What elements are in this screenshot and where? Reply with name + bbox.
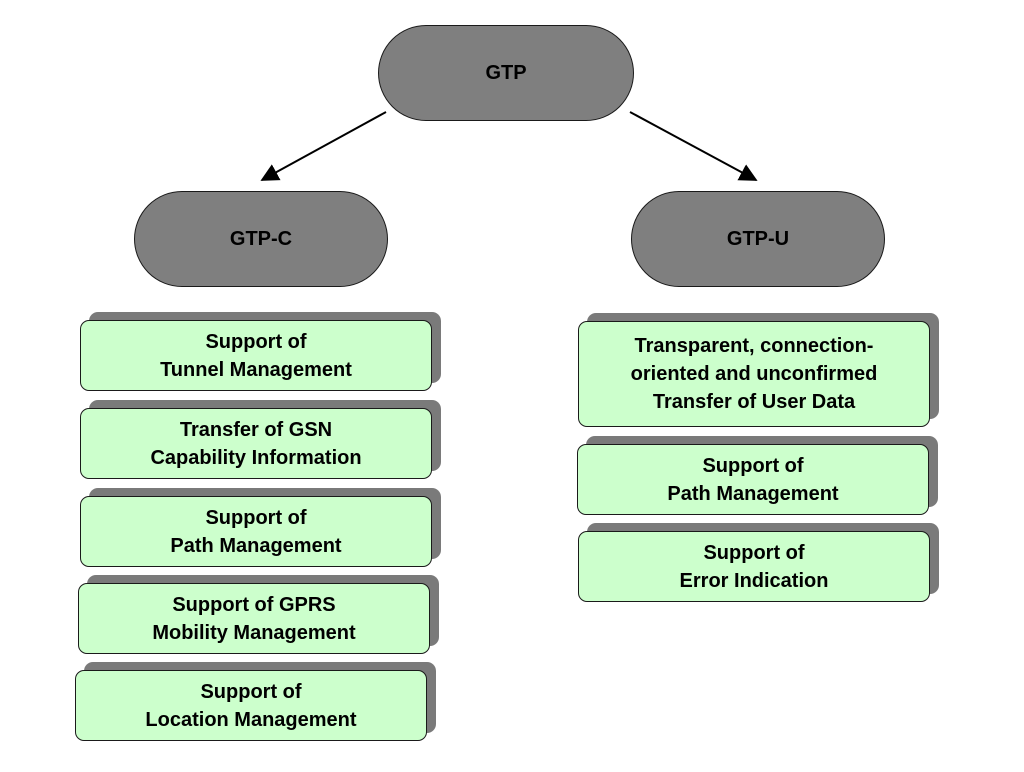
gtp-u-function-user-data-transfer: Transparent, connection- oriented and un… [578, 321, 930, 427]
function-line: oriented and unconfirmed [630, 363, 878, 385]
function-line: Path Management [170, 534, 342, 557]
arrow-to-gtp-c [260, 111, 387, 181]
gtp-u-label: GTP-U [726, 227, 790, 250]
function-line: Support of [200, 680, 302, 703]
gtp-c-function-path-management: Support of Path Management [80, 496, 432, 567]
function-line: Support of [703, 541, 805, 564]
function-line: Support of [702, 454, 804, 477]
gtp-c-node: GTP-C [134, 191, 388, 287]
gtp-c-label: GTP-C [229, 227, 293, 250]
function-line: Mobility Management [152, 621, 356, 644]
gtp-node: GTP [378, 25, 634, 121]
gtp-u-function-error-indication: Support of Error Indication [578, 531, 930, 602]
function-line: Support of [205, 330, 307, 353]
function-line: Location Management [145, 708, 357, 731]
function-line: Tunnel Management [160, 358, 352, 381]
function-line: Error Indication [679, 569, 829, 592]
gtp-u-function-path-management: Support of Path Management [577, 444, 929, 515]
arrow-to-gtp-u [629, 111, 758, 181]
function-line: Path Management [667, 482, 839, 505]
gtp-u-node: GTP-U [631, 191, 885, 287]
function-line: Capability Information [150, 446, 362, 469]
gtp-label: GTP [485, 61, 527, 84]
gtp-c-function-tunnel-management: Support of Tunnel Management [80, 320, 432, 391]
function-line: Transfer of GSN [179, 418, 333, 441]
function-line: Support of GPRS [172, 593, 336, 616]
gtp-c-function-location-management: Support of Location Management [75, 670, 427, 741]
gtp-c-function-gsn-capability: Transfer of GSN Capability Information [80, 408, 432, 479]
function-line: Transparent, connection- [634, 335, 874, 357]
function-line: Support of [205, 506, 307, 529]
function-line: Transfer of User Data [652, 391, 856, 413]
gtp-c-function-mobility-management: Support of GPRS Mobility Management [78, 583, 430, 654]
